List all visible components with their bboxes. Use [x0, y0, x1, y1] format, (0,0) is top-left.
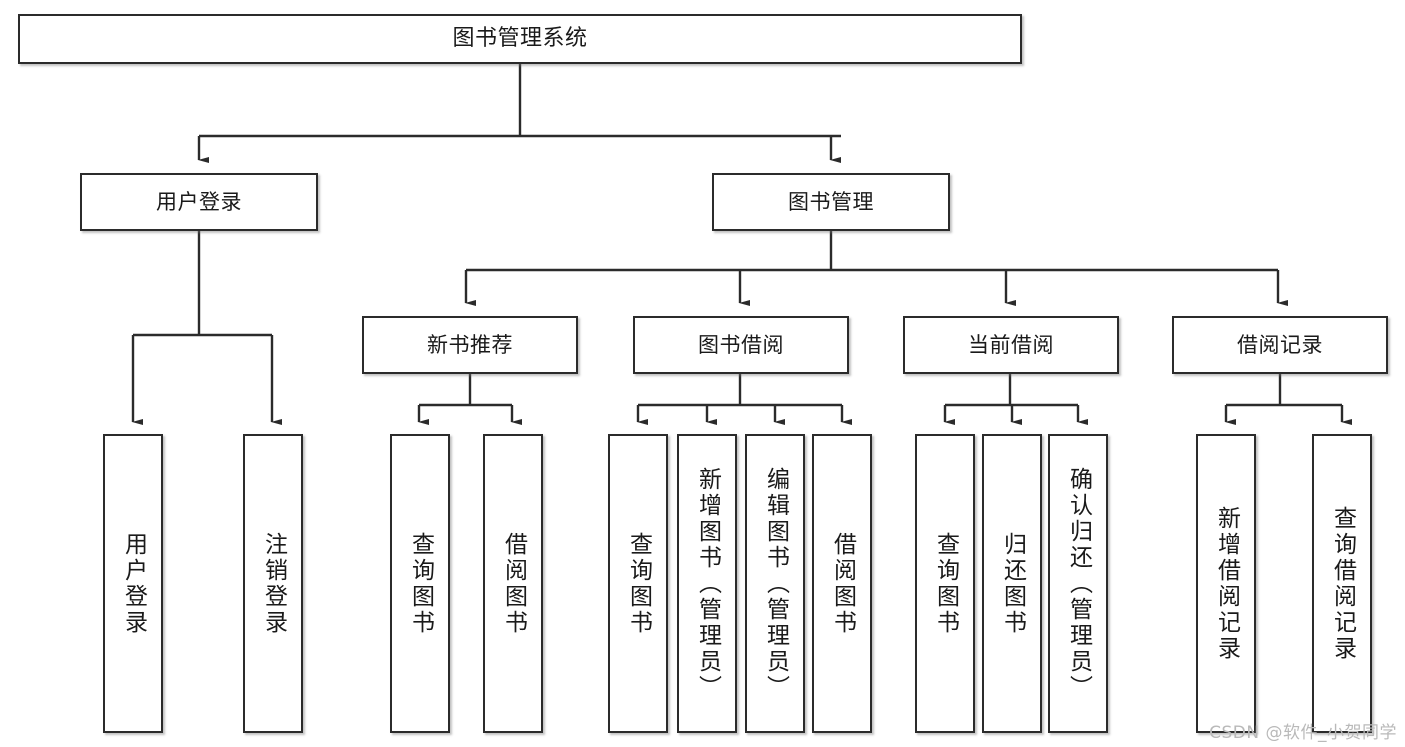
csdn-watermark: CSDN @软件_小贺同学: [1209, 723, 1397, 743]
node-borrow-record-label: 借阅记录: [1237, 332, 1323, 357]
node-user-login[interactable]: 用户登录: [80, 173, 318, 231]
leaf-borrow-book-1[interactable]: 借阅图书: [483, 434, 543, 733]
leaf-add-book-label: 新增图书（管理员）: [694, 466, 721, 701]
node-borrow-record[interactable]: 借阅记录: [1172, 316, 1388, 374]
leaf-query-record-label: 查询借阅记录: [1329, 505, 1356, 662]
leaf-logout-login-label: 注销登录: [260, 531, 287, 636]
node-current-borrow[interactable]: 当前借阅: [903, 316, 1119, 374]
leaf-add-record[interactable]: 新增借阅记录: [1196, 434, 1256, 733]
node-current-borrow-label: 当前借阅: [968, 332, 1054, 357]
leaf-confirm-return-label: 确认归还（管理员）: [1065, 466, 1092, 701]
leaf-user-login-label: 用户登录: [120, 531, 147, 636]
node-book-borrow[interactable]: 图书借阅: [633, 316, 849, 374]
leaf-add-record-label: 新增借阅记录: [1213, 505, 1240, 662]
node-new-book-recommend[interactable]: 新书推荐: [362, 316, 578, 374]
node-book-manage-label: 图书管理: [788, 189, 874, 214]
node-user-login-label: 用户登录: [156, 189, 242, 214]
leaf-return-book[interactable]: 归还图书: [982, 434, 1042, 733]
leaf-borrow-book-2-label: 借阅图书: [829, 531, 856, 636]
leaf-confirm-return[interactable]: 确认归还（管理员）: [1048, 434, 1108, 733]
leaf-borrow-book-1-label: 借阅图书: [500, 531, 527, 636]
node-book-borrow-label: 图书借阅: [698, 332, 784, 357]
leaf-borrow-book-2[interactable]: 借阅图书: [812, 434, 872, 733]
leaf-logout-login[interactable]: 注销登录: [243, 434, 303, 733]
leaf-edit-book[interactable]: 编辑图书（管理员）: [745, 434, 805, 733]
leaf-query-book-1-label: 查询图书: [407, 531, 434, 636]
leaf-query-book-2[interactable]: 查询图书: [608, 434, 668, 733]
node-book-manage[interactable]: 图书管理: [712, 173, 950, 231]
leaf-return-book-label: 归还图书: [999, 531, 1026, 636]
leaf-query-book-3[interactable]: 查询图书: [915, 434, 975, 733]
leaf-query-book-2-label: 查询图书: [625, 531, 652, 636]
leaf-edit-book-label: 编辑图书（管理员）: [762, 466, 789, 701]
leaf-query-book-3-label: 查询图书: [932, 531, 959, 636]
node-new-book-recommend-label: 新书推荐: [427, 332, 513, 357]
node-root-label: 图书管理系统: [452, 26, 588, 52]
leaf-add-book[interactable]: 新增图书（管理员）: [677, 434, 737, 733]
leaf-query-record[interactable]: 查询借阅记录: [1312, 434, 1372, 733]
node-root[interactable]: 图书管理系统: [18, 14, 1022, 64]
leaf-query-book-1[interactable]: 查询图书: [390, 434, 450, 733]
leaf-user-login[interactable]: 用户登录: [103, 434, 163, 733]
